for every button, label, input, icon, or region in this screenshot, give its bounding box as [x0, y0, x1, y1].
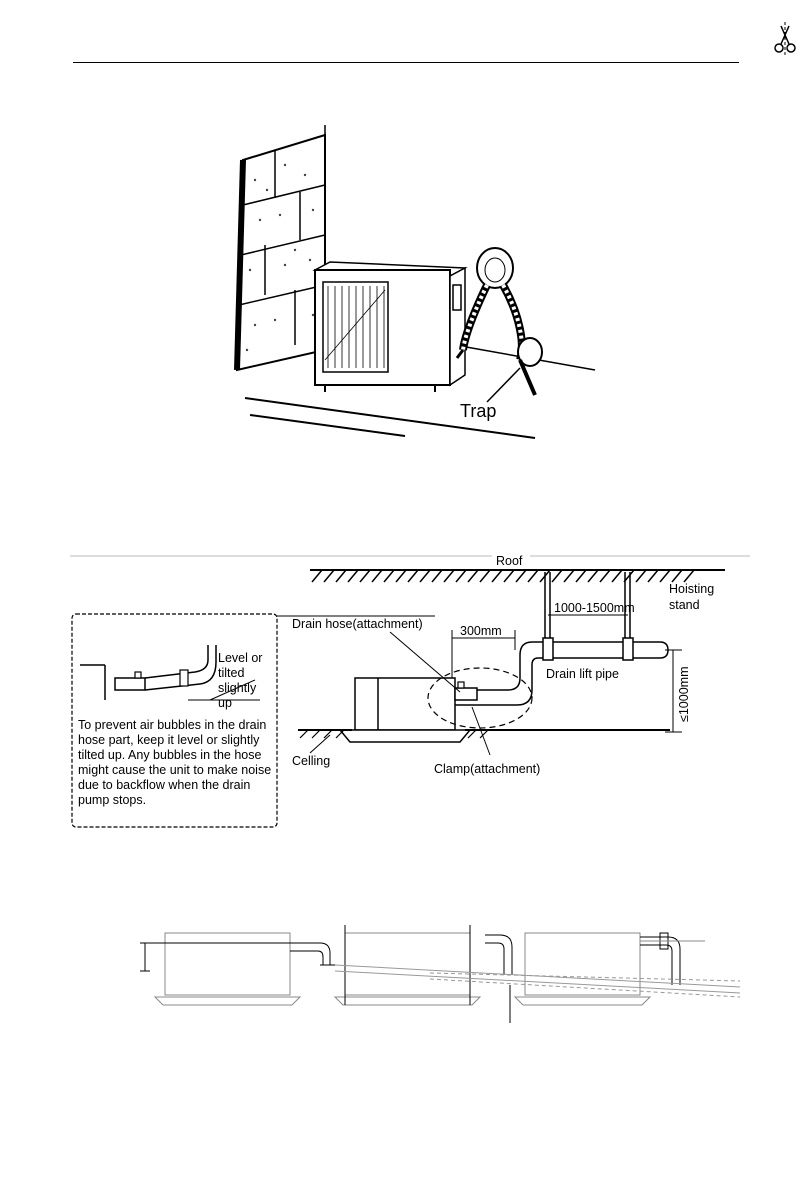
hoisting-label-line1: Hoisting [669, 582, 714, 596]
floor-line [244, 397, 536, 439]
indoor-cassette-unit [338, 677, 478, 743]
drain-lift-label: Drain lift pipe [546, 667, 619, 681]
clamp-leader [471, 706, 491, 756]
roof-hatch [310, 569, 725, 583]
height-label: ≤1000mm [677, 667, 691, 723]
hoisting-label-line2: stand [669, 598, 700, 612]
ceiling [298, 729, 670, 739]
trap-leader [486, 367, 521, 403]
height-dim [665, 649, 682, 733]
outdoor-unit-figure: Trap [234, 125, 596, 439]
outdoor-unit [312, 261, 468, 392]
inset-note: To prevent air bubbles in the drain hose… [78, 718, 272, 807]
brick-wall [234, 125, 326, 372]
hoist-spacing-label: 1000-1500mm [554, 601, 635, 615]
roof-label: Roof [496, 554, 523, 568]
drain-hose-label: Drain hose(attachment) [292, 617, 423, 631]
drain-hose-leader [389, 631, 461, 693]
ceiling-label: Celling [292, 754, 330, 768]
offset-label: 300mm [460, 624, 502, 638]
trap-pipe [455, 247, 543, 396]
height-marker [140, 942, 150, 972]
drain-installation-figure: Roof Hoisting stand 1000-1500mm 300mm Dr… [70, 553, 750, 828]
scissors-icon [774, 22, 796, 56]
inset-level-text: Level or tilted slightly up [218, 651, 263, 710]
unit-2 [333, 925, 513, 1023]
trap-label: Trap [460, 401, 496, 421]
unit-3 [513, 932, 705, 1006]
clamp-label: Clamp(attachment) [434, 762, 540, 776]
multi-unit-slope-figure [140, 925, 741, 1023]
sloped-drain-line [334, 964, 741, 998]
unit-1 [153, 932, 335, 1006]
inset-box [71, 613, 435, 828]
hoisting-rods [544, 572, 631, 650]
header-rule [73, 62, 739, 63]
